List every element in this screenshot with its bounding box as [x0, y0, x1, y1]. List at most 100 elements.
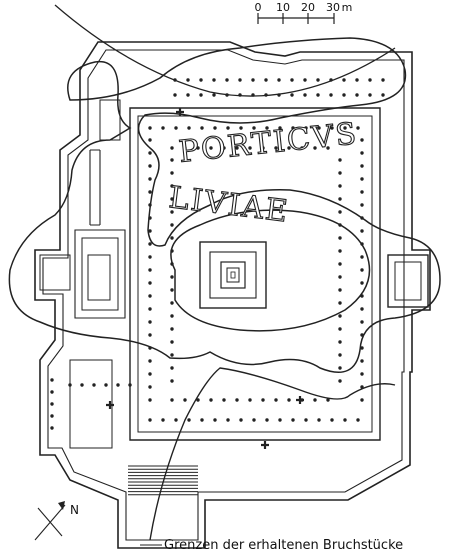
colonnade-dot — [338, 327, 342, 331]
colonnade-dot — [170, 366, 174, 370]
colonnade-dot — [170, 288, 174, 292]
colonnade-dot — [252, 126, 256, 130]
scale-tick-30: 30 — [326, 1, 340, 14]
colonnade-dot — [173, 78, 177, 82]
colonnade-dot — [148, 126, 152, 130]
colonnade-dot — [148, 255, 152, 259]
colonnade-dot — [356, 126, 360, 130]
colonnade-dot — [209, 146, 213, 150]
colonnade-dot — [338, 197, 342, 201]
colonnade-dot — [338, 158, 342, 162]
colonnade-dot — [187, 126, 191, 130]
colonnade-dot — [170, 353, 174, 357]
colonnade-dot — [360, 268, 364, 272]
colonnade-dot — [360, 138, 364, 142]
colonnade-dot — [360, 203, 364, 207]
north-arrow: N — [34, 501, 79, 541]
colonnade-dot — [368, 78, 372, 82]
colonnade-dot — [50, 378, 54, 382]
colonnade-dot — [148, 164, 152, 168]
scale-tick-10: 10 — [276, 1, 290, 14]
colonnade-dot — [170, 146, 174, 150]
colonnade-dot — [291, 126, 295, 130]
colonnade-dot — [360, 229, 364, 233]
colonnade-dot — [199, 93, 203, 97]
colonnade-dot — [343, 126, 347, 130]
colonnade-dot — [277, 78, 281, 82]
colonnade-dot — [313, 146, 317, 150]
central-shrine — [199, 241, 267, 309]
colonnade-dot — [355, 93, 359, 97]
colonnade-dot — [148, 307, 152, 311]
colonnade-dot — [148, 177, 152, 181]
cross-mark — [296, 396, 304, 404]
colonnade-dot — [274, 146, 278, 150]
colonnade-dot — [264, 78, 268, 82]
stair-hatching — [128, 465, 198, 496]
colonnade-dot — [226, 418, 230, 422]
colonnade-dot — [148, 320, 152, 324]
colonnade-dot — [212, 78, 216, 82]
map-title-line1: PORTICVS — [177, 116, 360, 170]
colonnade-dot — [360, 190, 364, 194]
colonnade-dot — [278, 418, 282, 422]
colonnade-dot — [148, 418, 152, 422]
fragment-boundaries — [8, 37, 441, 541]
colonnade-dot — [278, 126, 282, 130]
colonnade-dot — [148, 385, 152, 389]
colonnade-dot — [170, 327, 174, 331]
east-room — [387, 254, 429, 308]
colonnade-dot — [148, 359, 152, 363]
map-title-line2: LIVIAE — [167, 180, 291, 229]
colonnade-dot — [161, 418, 165, 422]
colonnade-dot — [186, 78, 190, 82]
colonnade-dot — [338, 275, 342, 279]
colonnade-dot — [356, 418, 360, 422]
colonnade-dot — [148, 242, 152, 246]
colonnade-dot — [343, 418, 347, 422]
colonnade-dot — [355, 78, 359, 82]
colonnade-dot — [222, 146, 226, 150]
colonnade-dot — [326, 146, 330, 150]
colonnade-dot — [170, 275, 174, 279]
colonnade-dot — [338, 379, 342, 383]
colonnade-dot — [342, 93, 346, 97]
colonnade-dot — [248, 146, 252, 150]
cross-mark — [106, 401, 114, 409]
colonnade-dot — [170, 236, 174, 240]
colonnade-dot — [290, 93, 294, 97]
colonnade-dot — [303, 78, 307, 82]
colonnade-dot — [381, 78, 385, 82]
colonnade-dot — [338, 249, 342, 253]
colonnade-dot — [170, 171, 174, 175]
colonnade-dot — [360, 255, 364, 259]
colonnade-dot — [80, 383, 84, 387]
colonnade-dot — [338, 301, 342, 305]
colonnade-dot — [304, 126, 308, 130]
colonnade-dot — [248, 398, 252, 402]
scale-tick-20: 20 — [301, 1, 315, 14]
colonnade-dot — [200, 126, 204, 130]
colonnade-dot — [116, 383, 120, 387]
colonnade-dot — [148, 229, 152, 233]
colonnade-dot — [277, 93, 281, 97]
colonnade-dot — [173, 93, 177, 97]
colonnade-dot — [148, 333, 152, 337]
colonnade-dot — [170, 314, 174, 318]
colonnade-dot — [360, 398, 364, 402]
colonnade-dot — [148, 151, 152, 155]
colonnade-dot — [252, 418, 256, 422]
colonnade-dot — [261, 398, 265, 402]
colonnade-dot — [300, 146, 304, 150]
colonnade-dot — [265, 418, 269, 422]
colonnade-dot — [287, 146, 291, 150]
colonnade-dot — [316, 93, 320, 97]
colonnade-dot — [161, 126, 165, 130]
colonnade-dot — [238, 78, 242, 82]
colonnade-dot — [170, 158, 174, 162]
colonnade-dot — [213, 126, 217, 130]
colonnade-dot — [274, 398, 278, 402]
north-label: N — [70, 503, 79, 517]
colonnade-dot — [238, 93, 242, 97]
colonnade-dot — [360, 372, 364, 376]
